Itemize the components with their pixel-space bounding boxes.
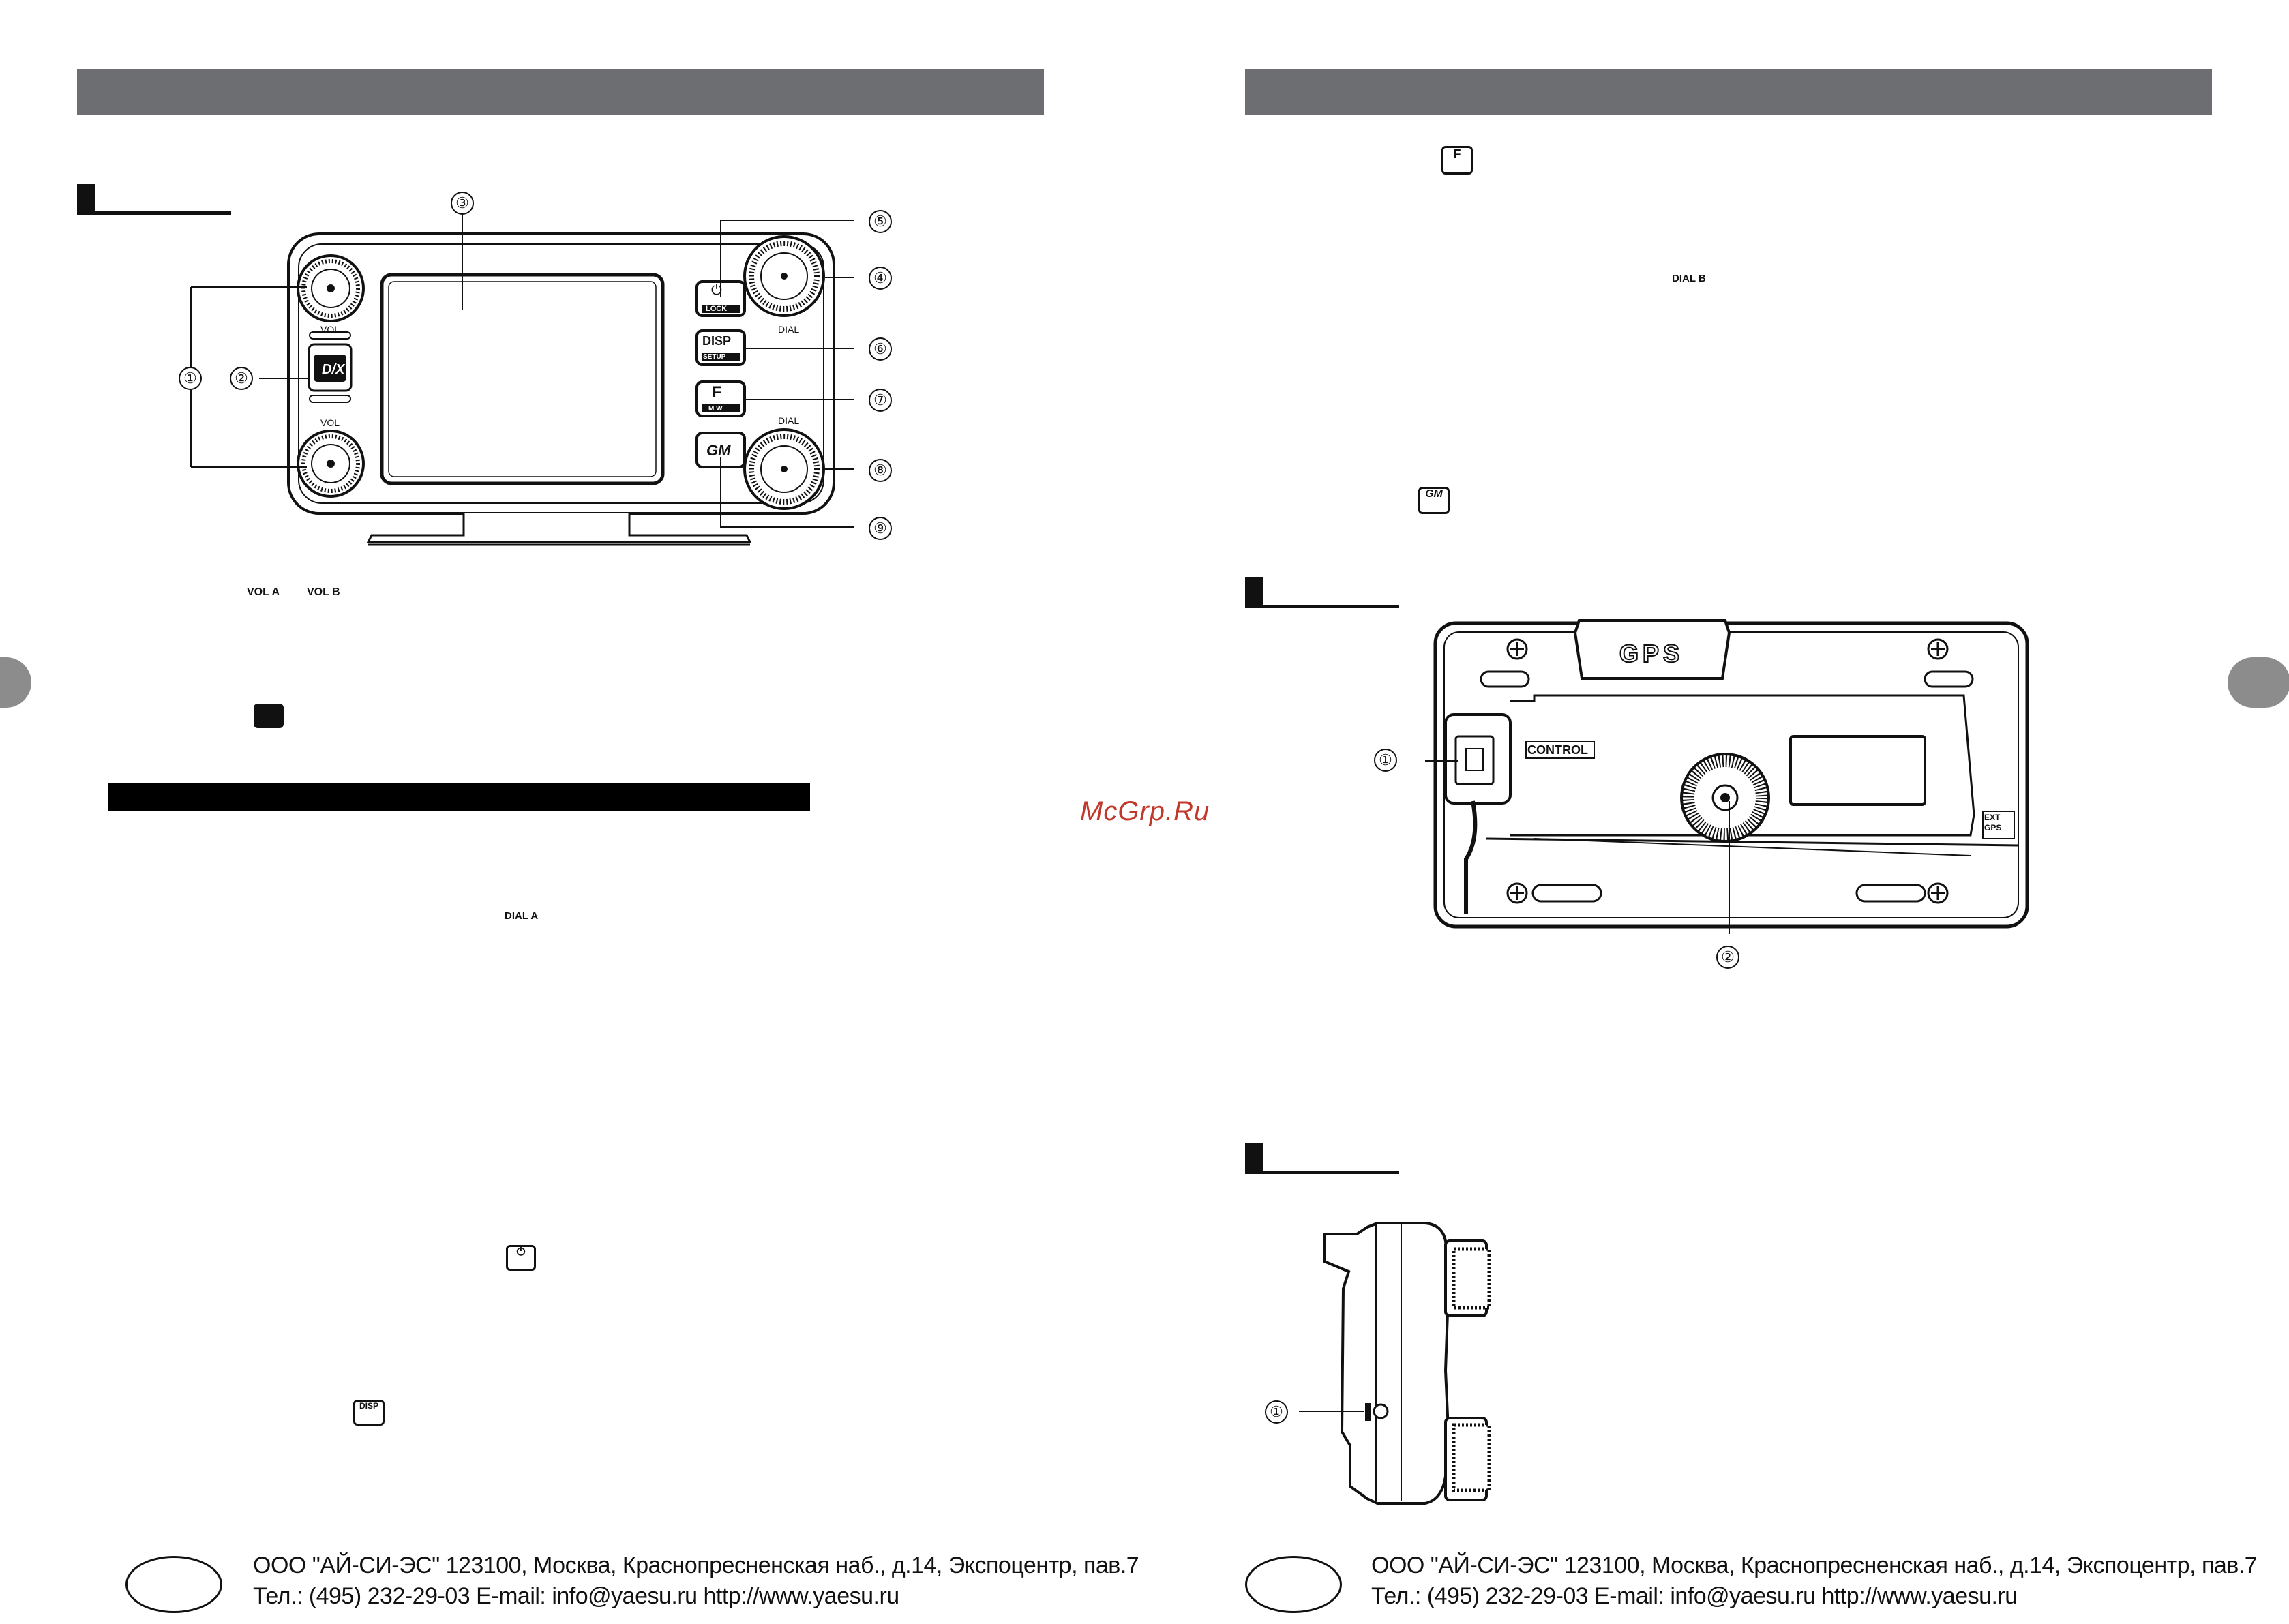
control-label: CONTROL (1527, 743, 1588, 757)
lock-inline-icon: ⏻ (506, 1245, 536, 1271)
side-body (1323, 1222, 1451, 1505)
dx-inline-icon (254, 704, 284, 728)
left-side-tab (0, 657, 31, 708)
lock-key-label: LOCK (706, 305, 728, 313)
right-header-bar (1245, 69, 2212, 115)
vol-a-icon: VOL A (247, 586, 280, 598)
gps-label: GPS (1619, 639, 1684, 668)
vol-knob-b (297, 430, 365, 498)
callout-8: ⑧ (869, 459, 892, 482)
f-inline-icon: F (1441, 146, 1473, 175)
callout-2: ② (230, 367, 253, 390)
ext-gps-label-bottom: GPS (1984, 823, 2002, 832)
left-black-bar (108, 783, 810, 811)
right-footer-line1: ООО "АЙ-СИ-ЭС" 123100, Москва, Краснопре… (1371, 1552, 2258, 1578)
rear-callout-1: ① (1374, 749, 1397, 772)
lock-key-power-icon: ⏻ (711, 283, 722, 298)
dx-key (314, 355, 346, 382)
callout-1: ① (179, 367, 202, 390)
left-footer-line2: Тел.: (495) 232-29-03 E-mail: info@yaesu… (253, 1583, 899, 1609)
watermark: McGrp.Ru (1080, 796, 1210, 826)
dial-label-bottom: DIAL (778, 415, 800, 426)
f-key-label-top: F (712, 383, 722, 402)
gps-bump (1573, 619, 1731, 680)
vol-b-icon: VOL B (307, 586, 340, 598)
callout-6: ⑥ (869, 337, 892, 361)
rear-callout-2: ② (1716, 946, 1739, 969)
rear-panel-diagram (1425, 619, 2029, 934)
gm-inline-icon: GM (1418, 487, 1450, 514)
disp-inline-icon: DISP (353, 1400, 385, 1426)
front-panel-diagram (190, 207, 854, 546)
vol-label-bottom: VOL (320, 417, 340, 428)
left-footer-oval (125, 1556, 222, 1613)
label-window (1789, 735, 1926, 806)
left-footer-line1: ООО "АЙ-СИ-ЭС" 123100, Москва, Краснопре… (253, 1552, 1139, 1578)
callout-5: ⑤ (869, 210, 892, 233)
callout-4: ④ (869, 267, 892, 290)
left-header-bar (77, 69, 1044, 115)
callout-7: ⑦ (869, 389, 892, 412)
dx-key-label: D/X (322, 362, 345, 377)
disp-key-label-bottom: SETUP (703, 353, 726, 361)
disp-key-label-top: DISP (702, 334, 732, 348)
dial-knob-a (743, 235, 825, 317)
right-footer-line2: Тел.: (495) 232-29-03 E-mail: info@yaesu… (1371, 1583, 2018, 1609)
gm-key-label: GM (706, 442, 731, 459)
stand (366, 513, 752, 543)
vol-label-top: VOL (320, 324, 340, 335)
dial-a-icon: DIAL A (505, 910, 539, 922)
callout-9: ⑨ (869, 517, 892, 540)
ext-gps-label-top: EXT (1984, 813, 2001, 822)
dial-label-top: DIAL (778, 324, 800, 335)
mount-screw (1680, 753, 1770, 843)
dial-b-icon: DIAL B (1672, 273, 1706, 284)
side-panel-diagram (1299, 1222, 1491, 1505)
right-footer-oval (1245, 1556, 1342, 1613)
right-side-tab (2228, 657, 2289, 708)
dial-knob-b (743, 428, 825, 510)
f-key-label-bottom: M W (708, 405, 723, 412)
vol-knob-a (297, 254, 365, 322)
callout-3: ③ (451, 192, 474, 215)
display-screen (380, 273, 665, 485)
side-callout-1: ① (1265, 1400, 1288, 1424)
